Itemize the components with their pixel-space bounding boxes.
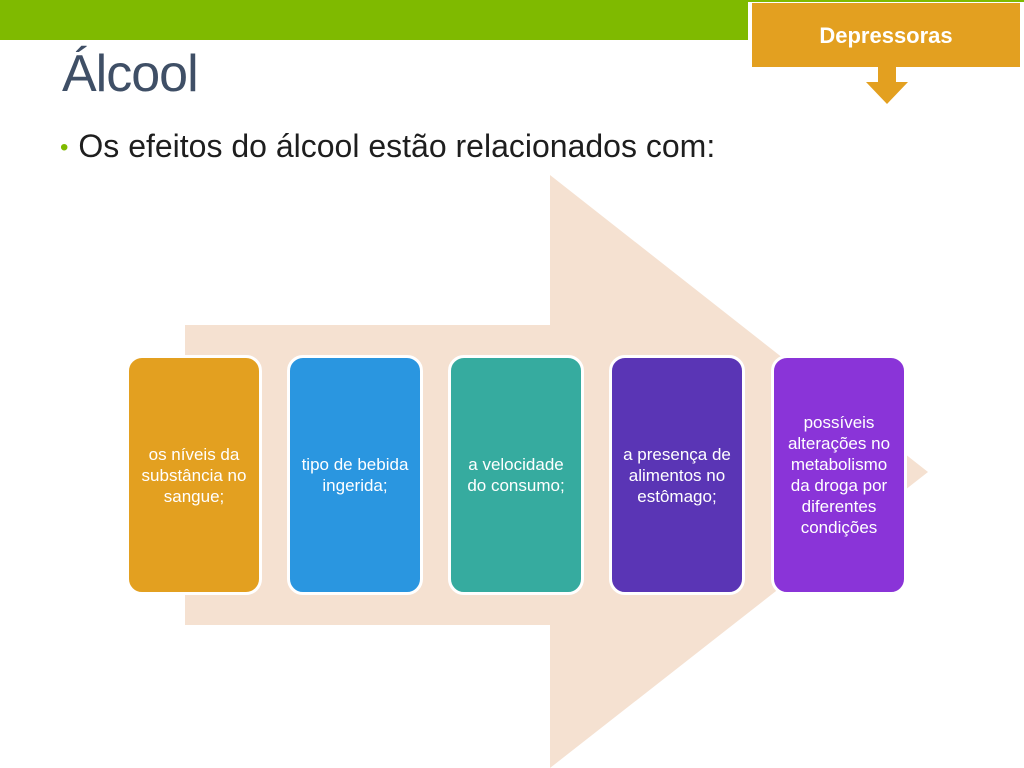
factor-label: a velocidade do consumo; (467, 455, 565, 495)
slide-title: Álcool (62, 45, 199, 103)
factor-box-blood-levels: os níveis da substância no sangue; (126, 355, 262, 595)
factor-box-consumption-speed: a velocidade do consumo; (448, 355, 584, 595)
factor-label: a presença de alimentos no estômago; (623, 444, 731, 506)
factor-box-food-in-stomach: a presença de alimentos no estômago; (609, 355, 745, 595)
factor-box-metabolism: possíveis alterações no metabolismo da d… (771, 355, 907, 595)
bullet-item: • Os efeitos do álcool estão relacionado… (60, 128, 715, 165)
factor-box-drink-type: tipo de bebida ingerida; (287, 355, 423, 595)
factor-label: possíveis alterações no metabolismo da d… (787, 413, 891, 537)
bullet-text: Os efeitos do álcool estão relacionados … (78, 128, 716, 164)
badge-down-arrow-icon (866, 64, 908, 104)
top-accent-bar (0, 0, 748, 40)
category-badge: Depressoras (752, 3, 1020, 67)
top-accent-line (748, 0, 1024, 2)
factor-label: os níveis da substância no sangue; (141, 444, 247, 506)
factor-label: tipo de bebida ingerida; (301, 455, 409, 495)
bullet-dot-icon: • (60, 133, 69, 161)
